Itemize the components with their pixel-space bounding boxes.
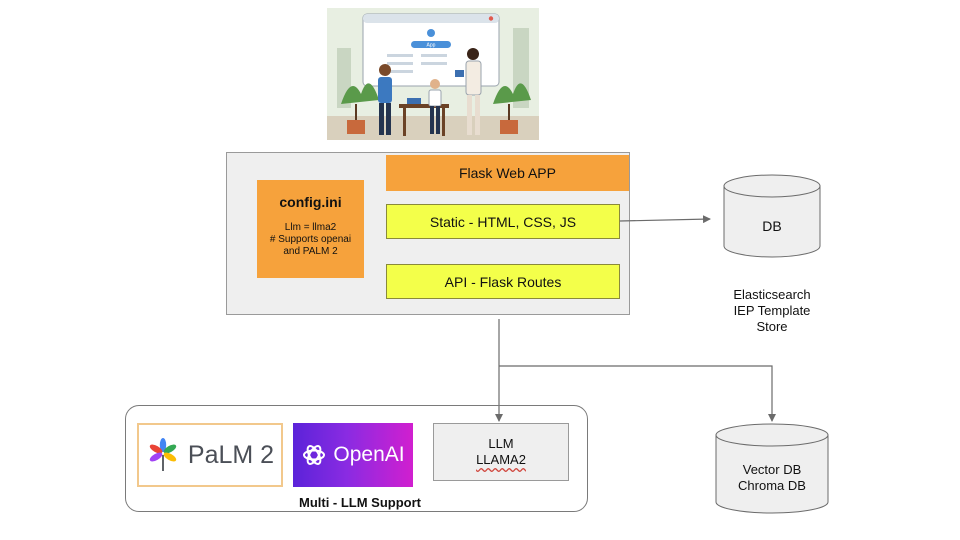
palm2-logo-box: PaLM 2 xyxy=(137,423,283,487)
flask-web-app-header: Flask Web APP xyxy=(386,155,629,191)
openai-label: OpenAI xyxy=(333,443,405,466)
static-to-db-arrow xyxy=(619,215,711,224)
static-assets-box: Static - HTML, CSS, JS xyxy=(386,204,620,239)
config-line: and PALM 2 xyxy=(283,246,338,257)
config-ini-box: config.ini Llm = llma2 # Supports openai… xyxy=(257,180,364,278)
config-line: Llm = llma2 xyxy=(284,222,337,233)
multi-llm-container xyxy=(125,405,588,512)
db-label: DB xyxy=(762,218,781,234)
palm-label: PaLM 2 xyxy=(187,440,275,469)
app-to-vector-db-arrow xyxy=(499,365,776,422)
app-mock-button: App xyxy=(427,43,436,49)
db-caption-line: Elasticsearch xyxy=(733,287,811,302)
vector-db-line: Vector DB xyxy=(743,462,802,477)
llama-line: LLM xyxy=(488,436,514,451)
vector-db-line: Chroma DB xyxy=(738,478,806,493)
db-cylinder: DB xyxy=(723,174,821,258)
openai-logo-box: OpenAI xyxy=(293,423,413,487)
openai-knot-icon xyxy=(303,445,326,465)
db-caption: Elasticsearch IEP Template Store xyxy=(712,287,832,335)
api-routes-box: API - Flask Routes xyxy=(386,264,620,299)
config-title: config.ini xyxy=(279,194,342,210)
multi-llm-label: Multi - LLM Support xyxy=(298,495,422,510)
db-caption-line: Store xyxy=(756,319,788,334)
config-lines: Llm = llma2 # Supports openai and PALM 2 xyxy=(257,222,364,258)
classroom-illustration: App xyxy=(327,8,539,140)
db-caption-line: IEP Template xyxy=(733,303,811,318)
llama-line: LLAMA2 xyxy=(476,452,526,467)
llama2-box: LLM LLAMA2 xyxy=(433,423,569,481)
vector-db-cylinder: Vector DB Chroma DB xyxy=(715,423,829,514)
palm-flower-icon xyxy=(149,438,177,471)
config-line: # Supports openai xyxy=(269,234,352,245)
